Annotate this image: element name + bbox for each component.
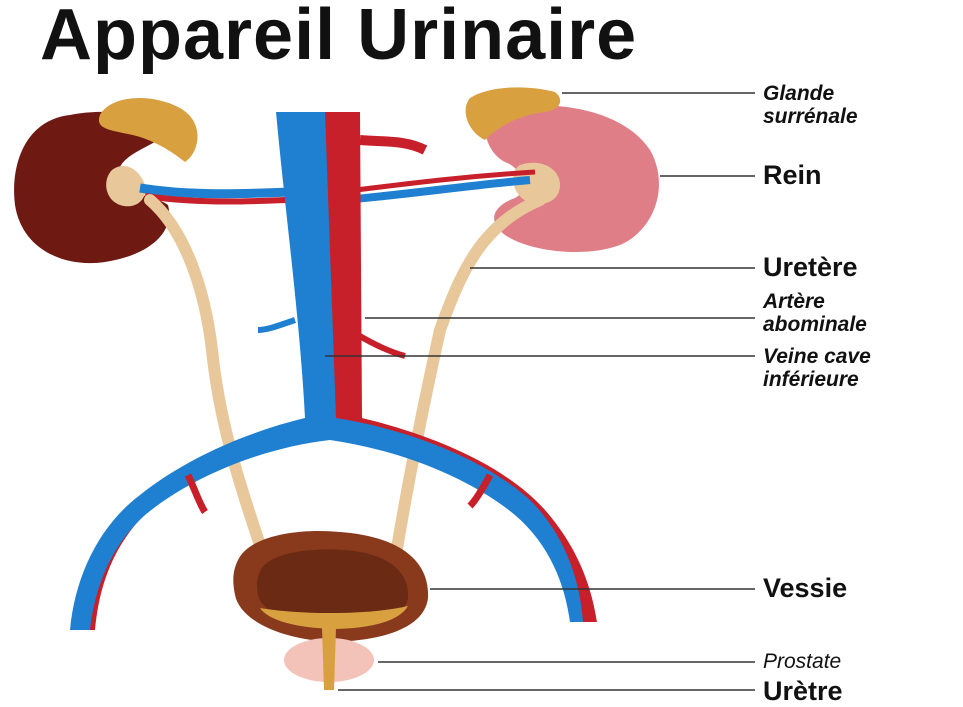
label-vessie: Vessie (763, 573, 847, 604)
label-rein: Rein (763, 160, 822, 191)
label-artere-line1: Artère (763, 290, 867, 313)
urethra (322, 628, 336, 690)
label-veine-line1: Veine cave (763, 345, 871, 368)
label-glande-line2: surrénale (763, 105, 858, 128)
label-uretre: Urètre (763, 676, 843, 707)
label-veine-line2: inférieure (763, 368, 871, 391)
artery-branch-mid (358, 335, 405, 356)
label-glande-line1: Glande (763, 82, 858, 105)
vein-branch-mid (258, 320, 295, 330)
left-ureter (150, 200, 265, 560)
artery-branch-top (360, 140, 425, 150)
label-glande-surrenale: Glande surrénale (763, 82, 858, 128)
left-renal-vein (140, 188, 290, 194)
label-artere-abdominale: Artère abominale (763, 290, 867, 336)
label-prostate: Prostate (763, 650, 841, 673)
label-veine-cave-inferieure: Veine cave inférieure (763, 345, 871, 391)
label-artere-line2: abominale (763, 313, 867, 336)
label-uretere: Uretère (763, 252, 858, 283)
